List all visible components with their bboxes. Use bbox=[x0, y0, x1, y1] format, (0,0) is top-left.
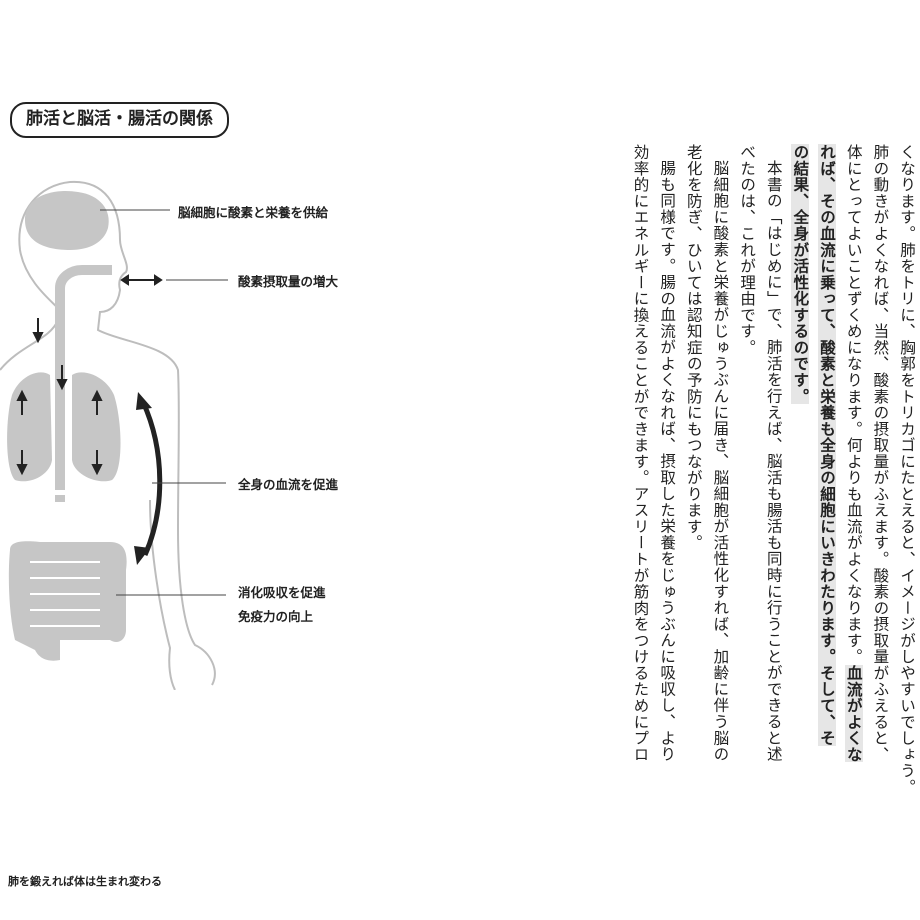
label-digestion: 消化吸収を促進 bbox=[238, 585, 326, 600]
intestines bbox=[8, 541, 127, 661]
paragraph-4: 腸も同様です。腸の血流がよくなれば、摂取した栄養をじゅうぶんに吸収し、より 効率… bbox=[627, 144, 680, 824]
oxygen-arrow bbox=[120, 274, 163, 286]
label-blood: 全身の血流を促進 bbox=[238, 477, 339, 492]
highlight: れば、その血流に乗って、酸素と栄養も全身の細胞にいきわたります。そして、そ bbox=[818, 144, 837, 747]
label-immunity: 免疫力の向上 bbox=[238, 609, 314, 624]
right-lung bbox=[72, 372, 121, 482]
label-brain: 脳細胞に酸素と栄養を供給 bbox=[178, 205, 329, 220]
text-line: 体にとってよいことずくめになります。何よりも血流がよくなります。血流がよくな bbox=[844, 144, 863, 763]
text-line: 脳細胞に酸素と栄養がじゅうぶんに届き、脳細胞が活性化すれば、加齢に伴う脳の bbox=[711, 159, 730, 762]
paragraph-1: くなります。肺をトリに、胸郭をトリカゴにたとえると、イメージがしやすいでしょう。… bbox=[787, 144, 920, 824]
right-page: くなります。肺をトリに、胸郭をトリカゴにたとえると、イメージがしやすいでしょう。… bbox=[460, 0, 920, 920]
blood-flow-arrow bbox=[134, 392, 163, 565]
text-line: くなります。肺をトリに、胸郭をトリカゴにたとえると、イメージがしやすいでしょう。 bbox=[898, 144, 916, 795]
running-footer: 肺を鍛えれば体は生まれ変わる bbox=[8, 875, 162, 888]
text-line: べたのは、これが理由です。 bbox=[738, 144, 757, 356]
airway bbox=[55, 265, 112, 310]
text-line: 腸も同様です。腸の血流がよくなれば、摂取した栄養をじゅうぶんに吸収し、より bbox=[658, 159, 677, 762]
left-lung bbox=[7, 372, 52, 482]
body-diagram bbox=[0, 180, 228, 690]
intestine-folds bbox=[30, 561, 100, 627]
body-text: くなります。肺をトリに、胸郭をトリカゴにたとえると、イメージがしやすいでしょう。… bbox=[460, 144, 920, 824]
text-line: の結果、全身が活性化するのです。 bbox=[787, 144, 814, 824]
highlight: の結果、全身が活性化するのです。 bbox=[791, 144, 810, 405]
text-line: 肺の動きがよくなれば、当然、酸素の摂取量がふえます。酸素の摂取量がふえると、 bbox=[871, 144, 890, 763]
label-oxygen: 酸素摂取量の増大 bbox=[238, 274, 339, 289]
paragraph-2: 本書の「はじめに」で、肺活を行えば、脳活も腸活も同時に行うことができると述 べた… bbox=[733, 144, 786, 824]
figure-title: 肺活と脳活・腸活の関係 bbox=[10, 102, 229, 138]
left-page: 肺活と脳活・腸活の関係 bbox=[0, 102, 339, 888]
text-line: 本書の「はじめに」で、肺活を行えば、脳活も腸活も同時に行うことができると述 bbox=[764, 159, 783, 762]
leader-lines bbox=[100, 209, 228, 596]
highlight: 血流がよくな bbox=[844, 664, 863, 763]
text-line: 効率的にエネルギーに換えることができます。アスリートが筋肉をつけるためにプロ bbox=[631, 144, 650, 763]
breath-arrows bbox=[16, 318, 103, 476]
text-line: 老化を防ぎ、ひいては認知症の予防にもつながります。 bbox=[684, 144, 703, 551]
text-line: れば、その血流に乗って、酸素と栄養も全身の細胞にいきわたります。そして、そ bbox=[813, 144, 840, 824]
paragraph-3: 脳細胞に酸素と栄養がじゅうぶんに届き、脳細胞が活性化すれば、加齢に伴う脳の 老化… bbox=[680, 144, 733, 824]
brain-shape bbox=[25, 190, 109, 250]
